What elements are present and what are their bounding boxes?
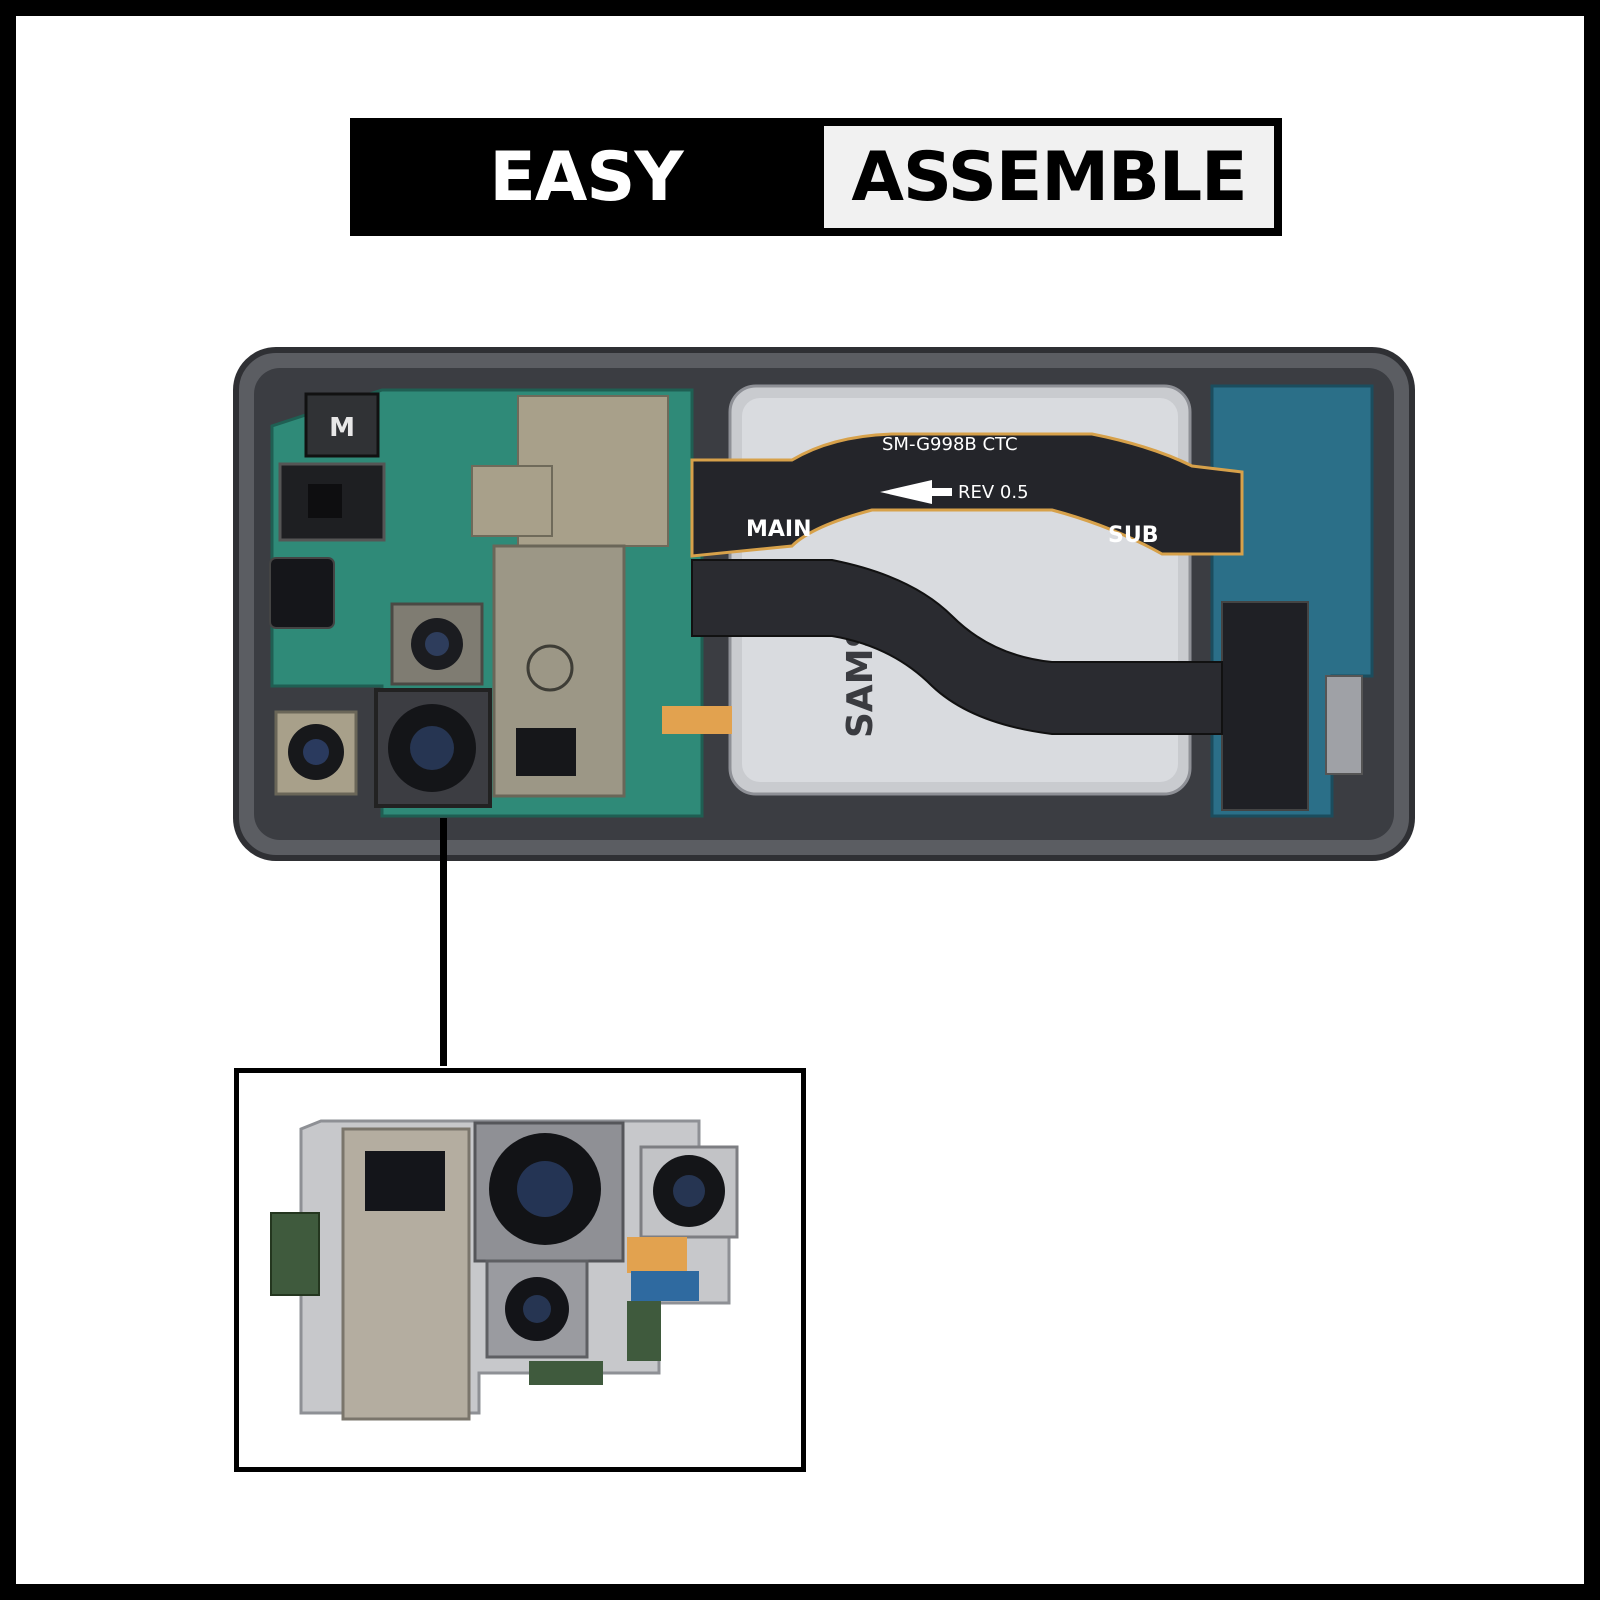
m-chip-icon xyxy=(304,392,380,458)
phone-internals-illustration: M SAMS SM-G998B CTC REV 0.5 MAIN xyxy=(233,347,1415,861)
connector-line xyxy=(440,818,447,1066)
cable-main-label: MAIN xyxy=(746,517,812,542)
banner-assemble-text: ASSEMBLE xyxy=(824,126,1274,228)
cable-sub-label: SUB xyxy=(1108,523,1158,548)
m-chip-label: M xyxy=(329,413,355,443)
cable-model-label: SM-G998B CTC xyxy=(882,434,1018,455)
camera-module-illustration xyxy=(270,1119,739,1421)
title-banner: EASY ASSEMBLE xyxy=(350,118,1282,236)
banner-easy-text: EASY xyxy=(489,137,683,217)
cable-rev-label: REV 0.5 xyxy=(958,482,1029,503)
white-frame: EASY ASSEMBLE M SAMS xyxy=(16,16,1584,1584)
arrow-left-icon xyxy=(880,480,952,504)
camera-module-inset xyxy=(234,1068,806,1472)
